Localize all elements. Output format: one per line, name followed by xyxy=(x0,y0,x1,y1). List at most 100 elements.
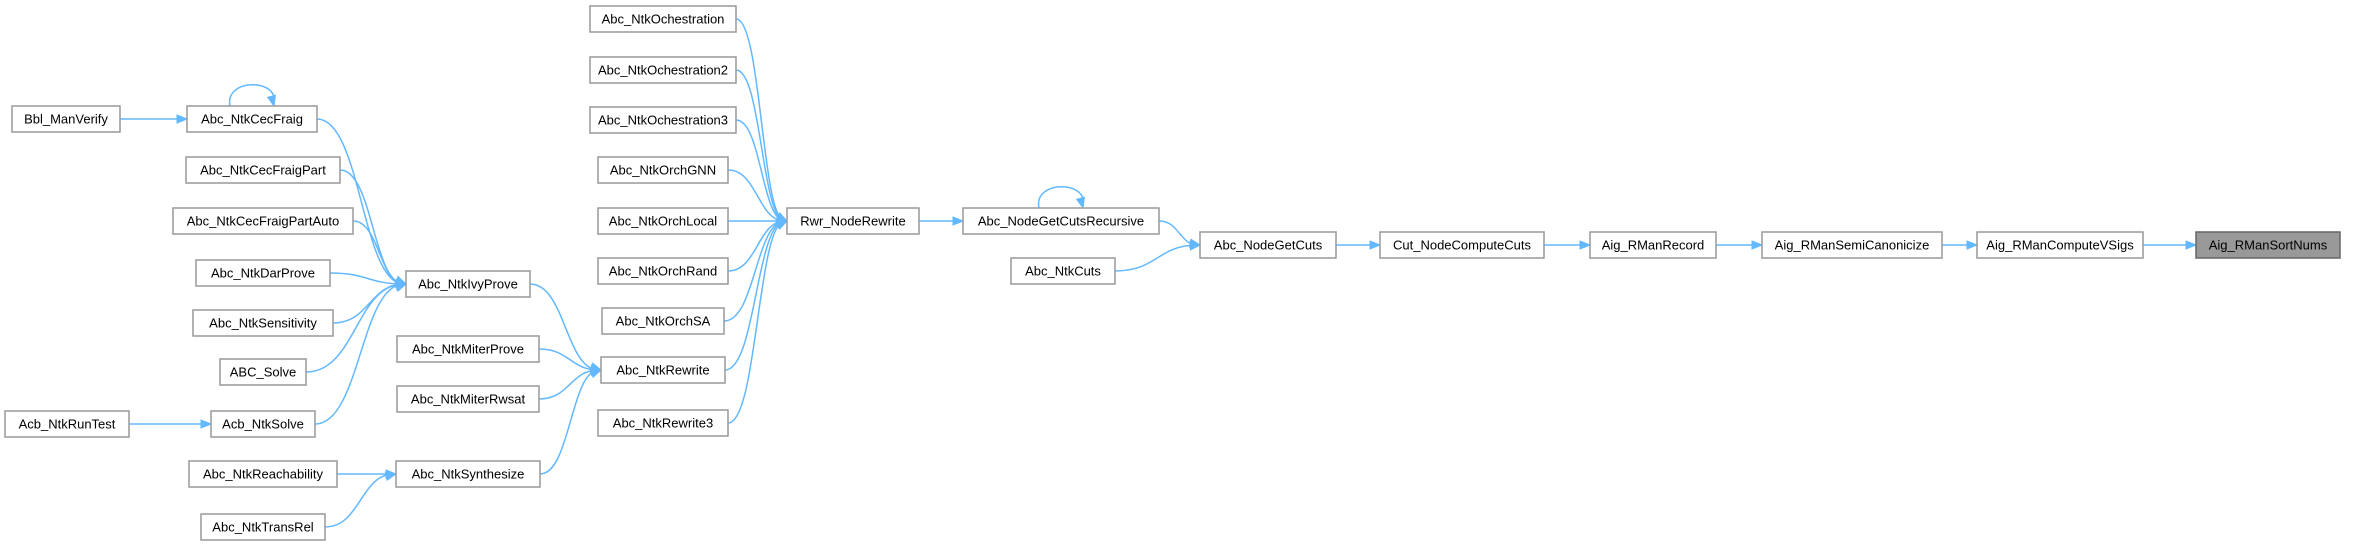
node-box[interactable] xyxy=(2195,231,2341,259)
edge-abc-ntk-orch-sa-to-rwr-node-rewrite xyxy=(723,220,786,322)
node-box[interactable] xyxy=(597,409,729,437)
node-abc-ntk-orch-local[interactable]: Abc_NtkOrchLocal xyxy=(597,207,729,235)
node-box[interactable] xyxy=(192,309,334,337)
node-box[interactable] xyxy=(172,207,354,235)
edge-abc-ntk-cuts-to-abc-node-get-cuts-arrowhead xyxy=(1189,241,1202,251)
node-box[interactable] xyxy=(210,410,316,438)
node-abc-ntk-dar-prove[interactable]: Abc_NtkDarProve xyxy=(195,259,331,287)
node-box[interactable] xyxy=(1976,231,2144,259)
node-box[interactable] xyxy=(186,105,318,133)
node-box[interactable] xyxy=(786,207,920,235)
edge-abc-node-get-cuts-recursive-to-abc-node-get-cuts-recursive xyxy=(1038,186,1084,209)
node-label: Abc_NtkOchestration2 xyxy=(598,63,728,78)
node-abc-ntk-cec-fraig-part-auto[interactable]: Abc_NtkCecFraigPartAuto xyxy=(172,207,354,235)
node-box[interactable] xyxy=(395,460,541,488)
node-abc-ntk-miter-prove[interactable]: Abc_NtkMiterProve xyxy=(396,335,540,363)
node-box[interactable] xyxy=(185,156,341,184)
node-abc-ntk-reachability[interactable]: Abc_NtkReachability xyxy=(188,460,338,488)
node-abc-ntk-cuts[interactable]: Abc_NtkCuts xyxy=(1010,257,1116,285)
node-aig-rman-sort-nums[interactable]: Aig_RManSortNums xyxy=(2195,231,2341,259)
node-abc-ntk-trans-rel[interactable]: Abc_NtkTransRel xyxy=(200,513,326,541)
node-label: Aig_RManSortNums xyxy=(2209,238,2328,253)
edge-abc-ntk-ochestration3-to-rwr-node-rewrite xyxy=(735,119,786,222)
edge-rwr-node-rewrite-to-abc-node-get-cuts-recursive-arrowhead xyxy=(952,216,965,226)
node-label: Abc_NtkRewrite3 xyxy=(613,416,713,431)
node-box[interactable] xyxy=(589,106,737,134)
node-label: Abc_NtkReachability xyxy=(203,467,323,482)
node-box[interactable] xyxy=(1379,231,1545,259)
node-abc-ntk-ochestration2[interactable]: Abc_NtkOchestration2 xyxy=(589,56,737,84)
edge-abc-ntk-dar-prove-to-abc-ntk-ivy-prove xyxy=(329,272,405,285)
nodes-layer: Aig_RManSortNums Aig_RManComputeVSigs Aig_… xyxy=(4,5,2341,541)
node-abc-ntk-rewrite3[interactable]: Abc_NtkRewrite3 xyxy=(597,409,729,437)
node-abc-ntk-synthesize[interactable]: Abc_NtkSynthesize xyxy=(395,460,541,488)
node-abc-ntk-orch-sa[interactable]: Abc_NtkOrchSA xyxy=(601,307,725,335)
node-box[interactable] xyxy=(589,5,737,33)
node-box[interactable] xyxy=(1199,231,1337,259)
node-abc-ntk-miter-rwsat[interactable]: Abc_NtkMiterRwsat xyxy=(396,385,540,413)
node-abc-ntk-ochestration3[interactable]: Abc_NtkOchestration3 xyxy=(589,106,737,134)
node-label: Aig_RManRecord xyxy=(1602,238,1705,253)
node-box[interactable] xyxy=(4,410,130,438)
edge-abc-ntk-cuts-to-abc-node-get-cuts xyxy=(1114,244,1199,272)
node-label: Abc_NtkOrchGNN xyxy=(610,163,716,178)
node-box[interactable] xyxy=(1761,231,1943,259)
node-bbl-man-verify[interactable]: Bbl_ManVerify xyxy=(11,105,121,133)
edge-aig-rman-record-to-aig-rman-semi-canonicize-arrowhead xyxy=(1751,240,1764,250)
node-box[interactable] xyxy=(597,207,729,235)
edge-acb-ntk-run-test-to-acb-ntk-solve-arrowhead xyxy=(200,419,213,429)
node-box[interactable] xyxy=(600,356,726,384)
node-rwr-node-rewrite[interactable]: Rwr_NodeRewrite xyxy=(786,207,920,235)
node-aig-rman-semi-canonicize[interactable]: Aig_RManSemiCanonicize xyxy=(1761,231,1943,259)
edge-aig-rman-compute-vsigs-to-aig-rman-sort-nums-arrowhead xyxy=(2185,240,2198,250)
node-abc-ntk-orch-gnn[interactable]: Abc_NtkOrchGNN xyxy=(597,156,729,184)
node-abc-ntk-ivy-prove[interactable]: Abc_NtkIvyProve xyxy=(405,270,531,298)
node-label: Abc_NtkMiterRwsat xyxy=(411,392,526,407)
node-acb-ntk-run-test[interactable]: Acb_NtkRunTest xyxy=(4,410,130,438)
node-label: ABC_Solve xyxy=(230,365,296,380)
node-box[interactable] xyxy=(396,335,540,363)
node-box[interactable] xyxy=(405,270,531,298)
edge-abc-solve-to-abc-ntk-ivy-prove xyxy=(305,283,405,373)
node-label: Aig_RManSemiCanonicize xyxy=(1775,238,1930,253)
node-label: Abc_NtkTransRel xyxy=(212,520,313,535)
node-box[interactable] xyxy=(962,207,1160,235)
node-acb-ntk-solve[interactable]: Acb_NtkSolve xyxy=(210,410,316,438)
edge-abc-node-get-cuts-to-cut-node-compute-cuts-arrowhead xyxy=(1369,240,1382,250)
node-label: Abc_NtkRewrite xyxy=(616,363,709,378)
node-box[interactable] xyxy=(396,385,540,413)
edge-abc-ntk-synthesize-to-abc-ntk-rewrite-arrowhead xyxy=(589,369,603,379)
node-cut-node-compute-cuts[interactable]: Cut_NodeComputeCuts xyxy=(1379,231,1545,259)
node-aig-rman-record[interactable]: Aig_RManRecord xyxy=(1589,231,1717,259)
edge-abc-ntk-rewrite-to-rwr-node-rewrite xyxy=(724,220,786,371)
node-abc-ntk-sensitivity[interactable]: Abc_NtkSensitivity xyxy=(192,309,334,337)
node-abc-solve[interactable]: ABC_Solve xyxy=(219,358,307,386)
node-box[interactable] xyxy=(195,259,331,287)
node-box[interactable] xyxy=(188,460,338,488)
node-aig-rman-compute-vsigs[interactable]: Aig_RManComputeVSigs xyxy=(1976,231,2144,259)
edge-abc-ntk-rewrite3-to-rwr-node-rewrite xyxy=(727,220,786,424)
node-abc-node-get-cuts-recursive[interactable]: Abc_NodeGetCutsRecursive xyxy=(962,207,1160,235)
node-box[interactable] xyxy=(597,257,729,285)
node-box[interactable] xyxy=(1589,231,1717,259)
node-abc-node-get-cuts[interactable]: Abc_NodeGetCuts xyxy=(1199,231,1337,259)
node-abc-ntk-orch-rand[interactable]: Abc_NtkOrchRand xyxy=(597,257,729,285)
edge-abc-ntk-trans-rel-to-abc-ntk-synthesize xyxy=(324,473,395,528)
node-box[interactable] xyxy=(200,513,326,541)
edge-cut-node-compute-cuts-to-aig-rman-record-arrowhead xyxy=(1579,240,1592,250)
edge-abc-ntk-rewrite3-to-rwr-node-rewrite-arrowhead xyxy=(775,220,789,230)
node-label: Abc_NtkSensitivity xyxy=(209,316,317,331)
node-box[interactable] xyxy=(219,358,307,386)
node-abc-ntk-ochestration[interactable]: Abc_NtkOchestration xyxy=(589,5,737,33)
node-abc-ntk-cec-fraig-part[interactable]: Abc_NtkCecFraigPart xyxy=(185,156,341,184)
node-abc-ntk-cec-fraig[interactable]: Abc_NtkCecFraig xyxy=(186,105,318,133)
node-abc-ntk-rewrite[interactable]: Abc_NtkRewrite xyxy=(600,356,726,384)
node-box[interactable] xyxy=(597,156,729,184)
node-box[interactable] xyxy=(11,105,121,133)
node-label: Acb_NtkRunTest xyxy=(19,417,116,432)
node-box[interactable] xyxy=(589,56,737,84)
node-box[interactable] xyxy=(601,307,725,335)
node-label: Abc_NtkOrchLocal xyxy=(609,214,717,229)
node-box[interactable] xyxy=(1010,257,1116,285)
